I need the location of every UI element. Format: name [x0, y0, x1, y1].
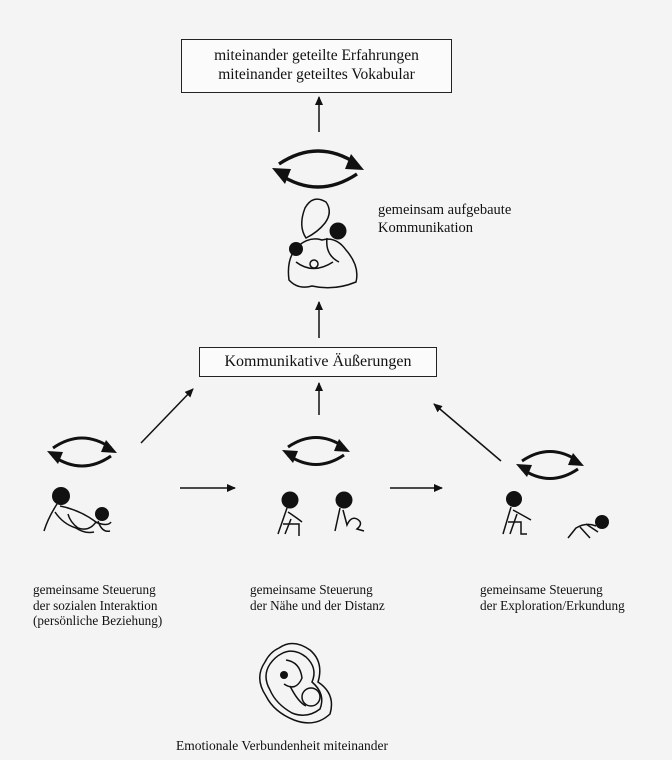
cycle-icon-left: [47, 436, 117, 468]
cycle-icon-right: [516, 450, 584, 480]
communicative-utterances-box: Kommunikative Äußerungen: [199, 347, 437, 377]
social-interaction-label: gemeinsame Steuerung der sozialen Intera…: [33, 582, 162, 629]
adult-child-distance-icon: [277, 491, 365, 536]
left-label-line-3: (persönliche Beziehung): [33, 613, 163, 628]
cycle-icon-center: [282, 436, 350, 466]
communication-label-line-2: Kommunikation: [378, 220, 474, 236]
left-label-line-1: gemeinsame Steuerung: [33, 582, 156, 597]
adult-crawling-child-icon: [502, 491, 609, 539]
center-label-line-2: der Nähe und der Distanz: [250, 597, 385, 613]
emotional-bond-label: Emotionale Verbundenheit miteinander: [176, 738, 388, 754]
center-label-line-1: gemeinsame Steuerung: [250, 582, 373, 597]
left-label-line-2: der sozialen Interaktion: [33, 597, 158, 613]
bottom-label-text: Emotionale Verbundenheit miteinander: [176, 738, 388, 753]
right-label-line-1: gemeinsame Steuerung: [480, 582, 603, 597]
arrow-left-to-mid: [140, 388, 194, 444]
cycle-icon-top: [272, 149, 364, 189]
caregiver-child-embrace-icon: [287, 198, 358, 289]
top-box-line-2: miteinander geteiltes Vokabular: [218, 66, 415, 83]
arrow-right-to-mid: [433, 403, 502, 462]
adult-child-interaction-icon: [43, 487, 112, 534]
middle-box-label: Kommunikative Äußerungen: [224, 353, 412, 370]
emotional-bond-icon: [259, 642, 333, 724]
exploration-label: gemeinsame Steuerung der Exploration/Erk…: [480, 582, 625, 613]
right-label-line-2: der Exploration/Erkundung: [480, 597, 625, 613]
communication-label: gemeinsam aufgebaute Kommunikation: [378, 201, 511, 237]
shared-experiences-box: miteinander geteilte Erfahrungen miteina…: [181, 39, 452, 93]
communication-label-line-1: gemeinsam aufgebaute: [378, 202, 512, 218]
proximity-distance-label: gemeinsame Steuerung der Nähe und der Di…: [250, 582, 385, 613]
top-box-line-1: miteinander geteilte Erfahrungen: [214, 47, 419, 64]
